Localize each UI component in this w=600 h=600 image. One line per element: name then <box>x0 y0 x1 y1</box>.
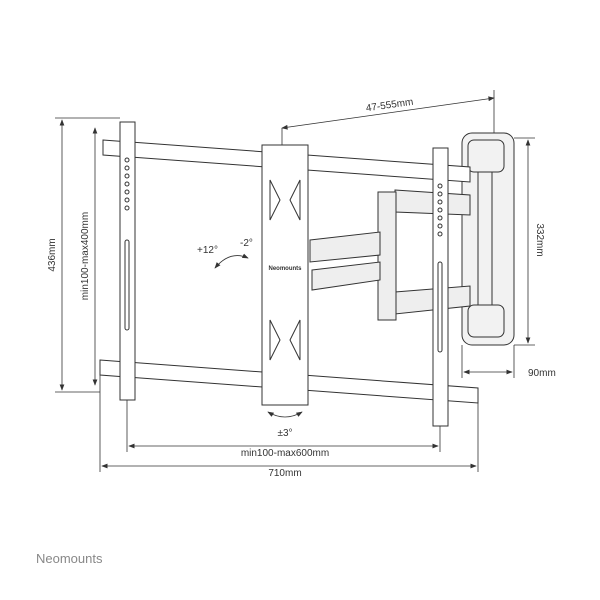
wall-plate-height-label: 332mm <box>534 223 545 256</box>
arm-extension-label: 47-555mm <box>365 97 414 115</box>
center-plate <box>261 144 309 406</box>
rotation-label: ±3° <box>277 428 292 439</box>
horizontal-hole-range-label: min100-max600mm <box>241 448 329 459</box>
wall-plate-width-label: 90mm <box>528 368 556 379</box>
swing-arm <box>309 189 471 321</box>
vertical-hole-range-label: min100-max400mm <box>80 212 91 300</box>
plate-logo: Neomounts <box>269 266 303 272</box>
tilt-down-label: -2° <box>240 238 253 249</box>
total-height-label: 436mm <box>47 238 58 271</box>
tilt-up-label: +12° <box>197 245 218 256</box>
wall-plate <box>461 132 515 346</box>
total-width-label: 710mm <box>268 468 301 479</box>
brand-logo: Neomounts <box>36 551 103 566</box>
